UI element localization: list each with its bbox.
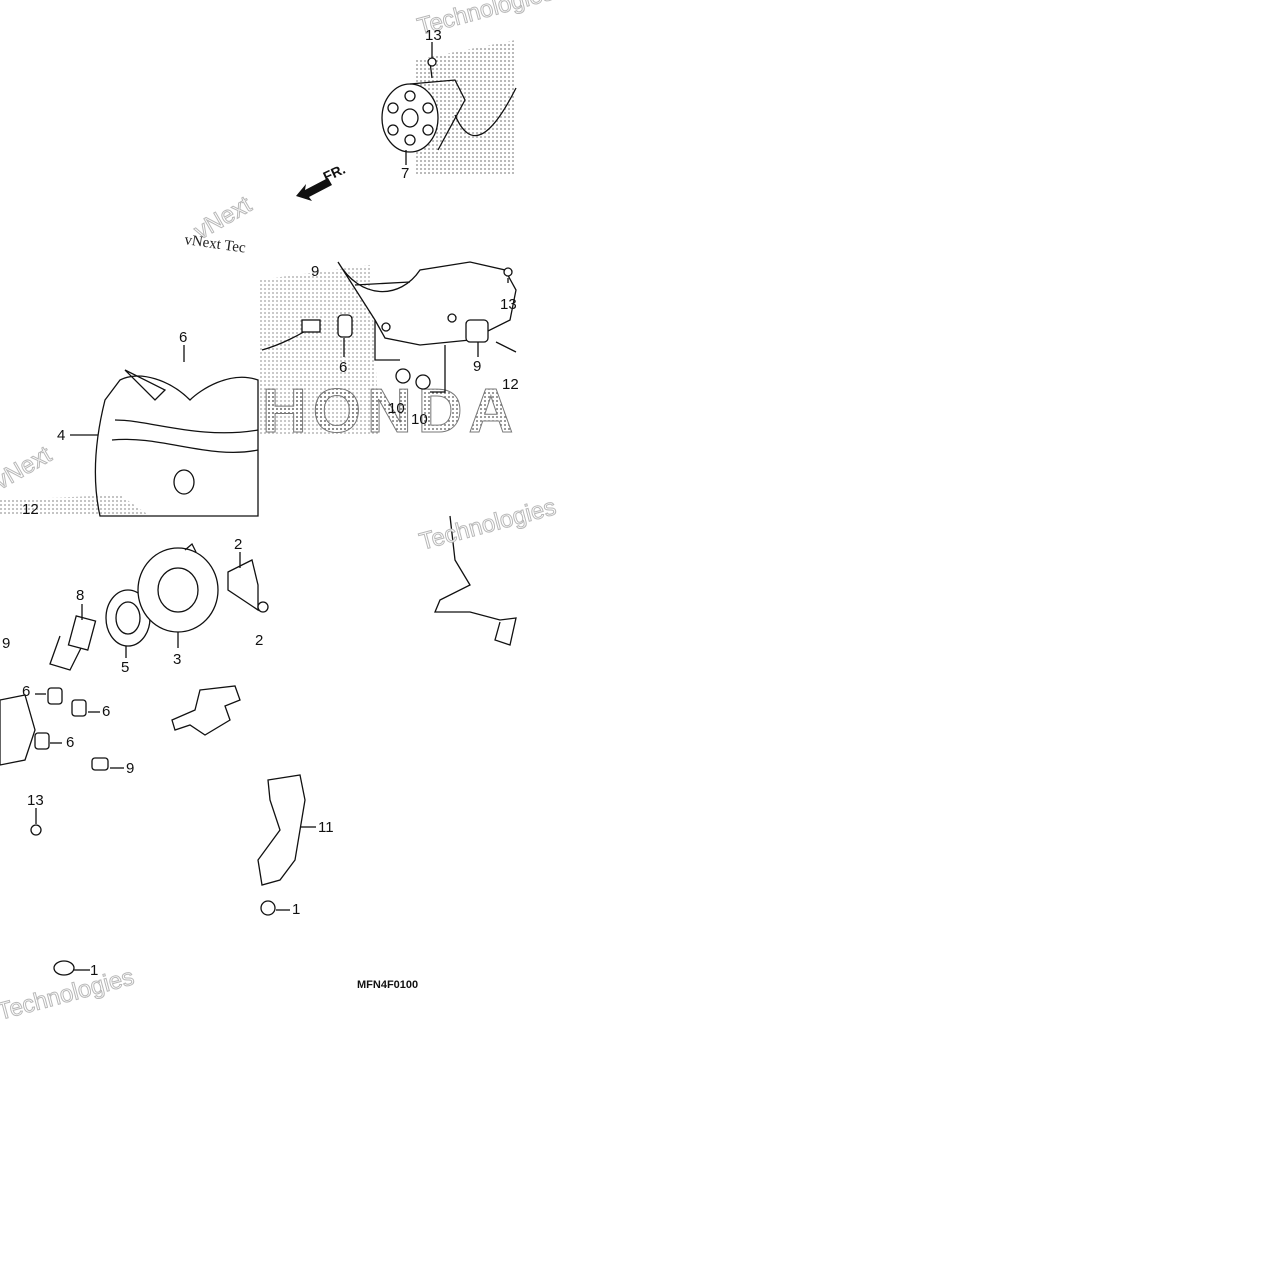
callout-9: 9 [2, 635, 10, 652]
callout-13: 13 [500, 296, 517, 313]
callout-1: 1 [292, 901, 300, 918]
tile-mid-left [0, 258, 258, 516]
callout-11: 11 [318, 819, 334, 836]
leader-lines [35, 42, 509, 971]
tile-top-right [258, 0, 516, 258]
callout-2: 2 [234, 536, 242, 553]
callout-9: 9 [311, 263, 319, 280]
callout-6: 6 [22, 683, 30, 700]
callout-3: 3 [173, 651, 181, 668]
callout-4: 4 [57, 427, 65, 444]
callout-6: 6 [66, 734, 74, 751]
callout-6: 6 [179, 329, 187, 346]
stay-bracket [171, 685, 306, 916]
callout-1: 1 [90, 962, 98, 979]
callout-13: 13 [27, 792, 44, 809]
callout-12: 12 [22, 501, 39, 518]
callout-13: 13 [425, 27, 442, 44]
clip-part [227, 559, 269, 613]
callout-10: 10 [411, 411, 428, 428]
callout-9: 9 [126, 760, 134, 777]
callout-2: 2 [255, 632, 263, 649]
callout-5: 5 [121, 659, 129, 676]
harness-bracket [434, 515, 517, 646]
callout-9: 9 [473, 358, 481, 375]
bolt-part-13 [30, 824, 42, 836]
callout-8: 8 [76, 587, 84, 604]
reflector-cover [137, 542, 219, 633]
lower-headlight [0, 687, 109, 771]
callout-12: 12 [502, 376, 519, 393]
bulb-part [49, 615, 97, 671]
callouts: 13 7 9 13 6 9 12 10 10 6 4 12 2 8 9 5 3 … [2, 27, 519, 979]
callout-10: 10 [388, 400, 405, 417]
mounting-bracket [261, 261, 517, 390]
headlight-housing [94, 369, 259, 517]
fan-motor [381, 57, 517, 153]
grommet-part-1 [53, 960, 75, 976]
callout-6: 6 [102, 703, 110, 720]
callout-7: 7 [401, 165, 409, 182]
diagram-code: MFN4F0100 [357, 979, 418, 991]
watermark-line: vNext Tec [183, 232, 247, 256]
brand-mark: HONDA [262, 377, 519, 446]
watermark-mid: Technologies [417, 493, 559, 555]
watermark-top: Technologies [415, 0, 557, 41]
bulb-socket-ring [105, 589, 151, 647]
callout-6: 6 [339, 359, 347, 376]
tile-mid-right [258, 258, 516, 438]
